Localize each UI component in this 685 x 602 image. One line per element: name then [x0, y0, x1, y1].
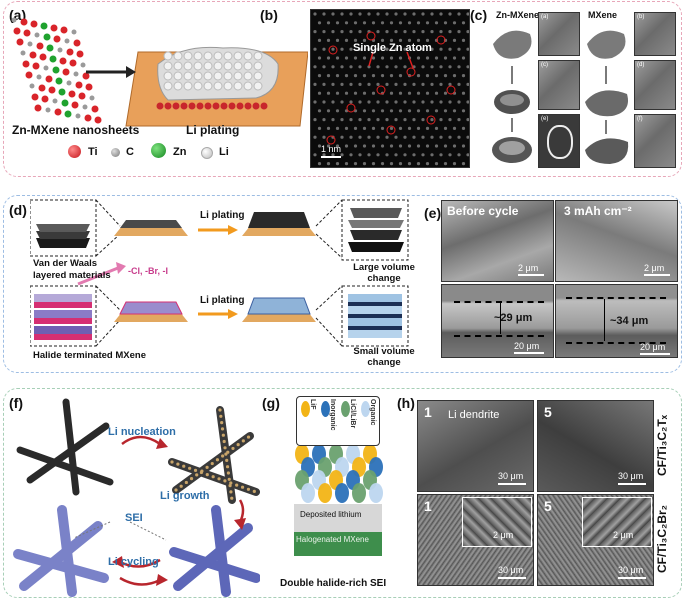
sem-cross-section-1: ~29 μm 20 μm	[441, 284, 554, 358]
sei-legend-swatch	[301, 401, 310, 417]
panel-c-label: (c)	[470, 7, 488, 23]
sei-legend-swatch	[341, 401, 350, 417]
mxene-shapes	[585, 30, 629, 164]
sheet-label: Zn-MXene nanosheets	[12, 123, 140, 137]
zn-mxene-shapes	[492, 30, 532, 163]
scale-label: 1 nm	[321, 144, 342, 154]
panel-d-schematic	[30, 199, 409, 347]
thickness-34: ~34 μm	[610, 315, 649, 327]
stem-image: Single Zn atom 1 nm	[310, 9, 470, 168]
panel-row-1	[3, 1, 682, 177]
after-cycle-label: 3 mAh cm⁻²	[564, 204, 632, 218]
li-nucleation-label: Li nucleation	[108, 426, 176, 438]
before-cycle-label: Before cycle	[447, 204, 519, 218]
panel-row-3	[3, 388, 682, 598]
sem-c-c: (c)	[538, 60, 580, 110]
sem-c-a: (a)	[538, 12, 580, 56]
c-atom-icon	[111, 148, 120, 157]
thickness-29: ~29 μm	[494, 312, 533, 324]
single-zn-atom-annotation: Single Zn atom	[353, 42, 432, 54]
inset-1: 2 μm	[462, 497, 532, 547]
stem-lattice	[313, 12, 469, 166]
sei-legend-box: LiF Inorganic LiCl/LiBr Organic	[296, 396, 380, 446]
sei-legend-label: Inorganic	[329, 399, 336, 431]
row2-side-label: CF/Ti₃C₂Br₂	[655, 505, 669, 573]
col-mxene-title: MXene	[588, 10, 618, 20]
zn-legend-label: Zn	[173, 146, 187, 158]
panel-g-label: (g)	[262, 395, 280, 411]
panel-f-schematic	[13, 398, 260, 597]
sei-legend-label: LiF	[309, 399, 316, 410]
sei-legend-swatch	[321, 401, 330, 417]
halide-mxene-label: Halide terminated MXene	[33, 350, 146, 361]
halide-mxene-stack	[34, 294, 92, 340]
sem-after-3mah: 3 mAh cm⁻² 2 μm	[555, 200, 678, 282]
sei-legend-label: Organic	[369, 399, 376, 426]
ti-legend-label: Ti	[88, 146, 98, 158]
sei-legend-swatch	[361, 401, 370, 417]
sem-c-e: (e)	[538, 114, 580, 168]
sem-h-5-top: 5 30 μm	[537, 400, 654, 492]
panel-f-label: (f)	[9, 395, 23, 411]
halides-label: -Cl, -Br, -I	[128, 266, 168, 276]
small-volume-label: Small volume change	[353, 346, 415, 368]
panel-a-schematic	[11, 17, 308, 127]
sei-fibers-left	[13, 505, 109, 597]
li-plating-top-label: Li plating	[200, 210, 245, 221]
small-volume-stack	[348, 294, 402, 338]
inset-5: 2 μm	[582, 497, 652, 547]
li-plating-bottom-label: Li plating	[200, 295, 245, 306]
deposited-lithium-label: Deposited lithium	[300, 510, 362, 519]
arrow-head	[126, 66, 136, 78]
sei-caption: Double halide-rich SEI	[280, 578, 387, 589]
sei-label: SEI	[125, 512, 143, 524]
sei-legend-label: LiCl/LiBr	[349, 399, 356, 429]
scale-bar	[321, 156, 341, 158]
bare-fibers	[16, 398, 114, 496]
c-legend-label: C	[126, 146, 134, 158]
sem-c-f: (f)	[634, 114, 676, 168]
li-growth-label: Li growth	[160, 490, 210, 502]
li-bumps	[156, 51, 268, 110]
li-legend-label: Li	[219, 146, 229, 158]
sei-structure	[294, 446, 383, 556]
panel-d-label: (d)	[9, 202, 27, 218]
halogenated-mxene-label: Halogenated MXene	[296, 535, 369, 544]
li-atom-icon	[201, 147, 213, 159]
sem-h-1-top: 1 Li dendrite 30 μm	[417, 400, 534, 492]
large-volume-stack	[348, 208, 404, 252]
panel-h-label: (h)	[397, 395, 415, 411]
sem-h-5-bottom: 5 2 μm 30 μm	[537, 494, 654, 586]
zn-atom-icon	[151, 143, 166, 158]
panel-row-2	[3, 195, 682, 373]
sem-before-cycle: Before cycle 2 μm	[441, 200, 554, 282]
ti-atom-icon	[68, 145, 81, 158]
col-zn-mxene-title: Zn-MXene	[496, 10, 540, 20]
panel-e-label: (e)	[424, 205, 442, 221]
sem-h-1-bottom: 1 2 μm 30 μm	[417, 494, 534, 586]
sem-c-b: (b)	[634, 12, 676, 56]
panel-b-label: (b)	[260, 7, 278, 23]
li-dendrite-label: Li dendrite	[448, 409, 500, 421]
row1-side-label: CF/Ti₃C₂Tₓ	[655, 414, 669, 476]
mxene-nanosheet-atoms	[11, 17, 102, 124]
sei-fibers-right	[169, 505, 260, 597]
sem-cross-section-2: ~34 μm 20 μm	[555, 284, 678, 358]
large-volume-label: Large volume change	[353, 262, 415, 284]
li-nuclei	[170, 408, 256, 500]
vdw-stack	[36, 224, 90, 248]
vdw-label: Van der Waals layered materials	[33, 258, 111, 281]
li-cycling-label: Li cycling	[108, 556, 159, 568]
plating-label: Li plating	[186, 123, 240, 137]
sem-c-d: (d)	[634, 60, 676, 110]
